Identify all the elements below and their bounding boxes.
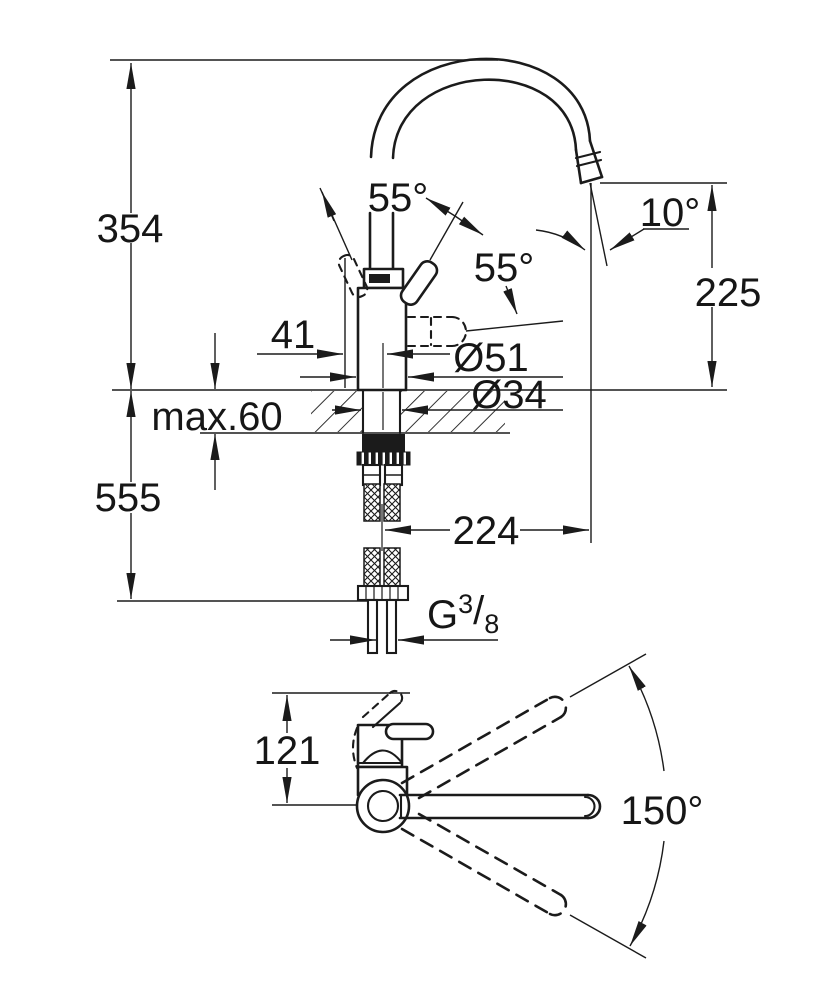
dim-41: 41 bbox=[257, 258, 450, 388]
dim-g38: G3/8 bbox=[330, 589, 499, 645]
tilt-leader-arrow bbox=[609, 228, 645, 251]
thread-slash: / bbox=[473, 589, 485, 633]
faucet-body bbox=[337, 211, 467, 435]
cartridge-dome bbox=[361, 749, 404, 765]
handle-dashed-position bbox=[337, 253, 369, 299]
braided-hose-upper-left bbox=[363, 483, 381, 522]
dim-150deg-label: 150° bbox=[621, 789, 704, 833]
outlet-cap bbox=[450, 315, 467, 348]
dim-224: 224 bbox=[385, 509, 589, 553]
handle-axis-line bbox=[429, 201, 464, 261]
braided-hose-lower-left bbox=[363, 547, 381, 587]
handle-swing-arc bbox=[351, 726, 359, 770]
dim-41-label: 41 bbox=[271, 313, 316, 357]
spout-swing-positions bbox=[400, 695, 568, 917]
dim-10deg: 10° bbox=[535, 182, 701, 543]
mounting-nut-ribs bbox=[356, 451, 411, 466]
spout-end-cap bbox=[586, 793, 602, 820]
swivel-base-outer bbox=[355, 778, 411, 834]
top-view: 121 bbox=[254, 653, 704, 959]
lever-edge-dashed bbox=[361, 691, 392, 719]
aerator-line-1 bbox=[574, 150, 602, 160]
faucet-top-view bbox=[351, 689, 602, 834]
dim-225: 225 bbox=[695, 185, 762, 387]
dim-150deg: 150° bbox=[569, 653, 704, 959]
dim-10deg-label: 10° bbox=[640, 191, 701, 235]
thread-label: G3/8 bbox=[427, 589, 499, 639]
spout-lower-cap bbox=[548, 893, 568, 917]
thread-prefix: G bbox=[427, 593, 458, 637]
spout-upper-edge1 bbox=[400, 696, 552, 785]
swivel-arc-lower bbox=[629, 840, 665, 947]
handle-cap bbox=[384, 722, 435, 741]
handle-solid bbox=[399, 260, 439, 306]
dim-354: 354 bbox=[97, 63, 164, 389]
side-view: 354 555 max.60 bbox=[95, 57, 762, 655]
dim-555-label: 555 bbox=[95, 476, 162, 520]
lever-edge-solid bbox=[371, 701, 402, 729]
thread-numerator: 3 bbox=[458, 589, 473, 619]
swivel-boundary-upper bbox=[569, 653, 647, 698]
angle-cross-arrow-up bbox=[425, 197, 456, 217]
countertop-hatch-left bbox=[311, 391, 362, 432]
angle-cross-arrow-down bbox=[454, 215, 484, 236]
swivel-base-inner bbox=[366, 789, 400, 823]
outlet-reference-line bbox=[465, 320, 564, 332]
spout bbox=[369, 57, 604, 185]
hex-connector-band bbox=[356, 584, 410, 602]
dim-d34-label: Ø34 bbox=[471, 373, 547, 417]
dim-max60-label: max.60 bbox=[151, 395, 282, 439]
angle-side-arrow bbox=[503, 285, 518, 315]
spout-tube-right-edge bbox=[588, 139, 604, 179]
swivel-arc-upper bbox=[628, 665, 665, 772]
dim-121: 121 bbox=[254, 692, 410, 806]
side-outlet-dashed bbox=[406, 315, 467, 348]
thread-denominator: 8 bbox=[484, 609, 499, 639]
aerator-line-2 bbox=[575, 158, 603, 168]
dim-354-label: 354 bbox=[97, 207, 164, 251]
dim-121-label: 121 bbox=[254, 729, 321, 773]
swivel-boundary-lower bbox=[569, 914, 647, 959]
collar-band bbox=[369, 274, 390, 283]
spout-upper-cap bbox=[548, 695, 568, 719]
spout-lower-edge1 bbox=[400, 827, 552, 916]
spout-inner-curve bbox=[391, 78, 578, 160]
spout-outer-curve bbox=[369, 57, 592, 159]
body-cylinder bbox=[356, 286, 408, 392]
dim-d51-label: Ø51 bbox=[453, 336, 529, 380]
tilt-line bbox=[589, 182, 608, 267]
angle-side-label: 55° bbox=[474, 246, 535, 290]
mounting-hardware bbox=[356, 434, 411, 655]
spout-end-cap-inner bbox=[583, 795, 596, 818]
dim-max60: max.60 bbox=[151, 333, 283, 490]
tilt-arc-arrow bbox=[535, 229, 586, 251]
dim-224-label: 224 bbox=[453, 509, 520, 553]
angle-annotations: 55° 55° bbox=[319, 176, 564, 332]
connection-pipe-right bbox=[385, 598, 398, 655]
braided-hose-lower-right bbox=[383, 547, 401, 587]
angle-top-label: 55° bbox=[368, 176, 429, 220]
angle-left-arrow bbox=[321, 191, 337, 222]
dim-555: 555 bbox=[95, 391, 162, 599]
spout-upper-edge2 bbox=[417, 715, 563, 800]
braided-hose-upper-right bbox=[383, 483, 401, 522]
mounting-nut bbox=[362, 434, 405, 452]
spout-lower-edge2 bbox=[417, 812, 563, 897]
dim-d51: Ø51 bbox=[300, 336, 563, 382]
connection-pipe-left bbox=[366, 598, 379, 655]
lever-tip-cap bbox=[388, 689, 404, 705]
dim-225-label: 225 bbox=[695, 271, 762, 315]
dim-d34: Ø34 bbox=[332, 373, 563, 417]
spout-tip-face bbox=[579, 175, 604, 185]
